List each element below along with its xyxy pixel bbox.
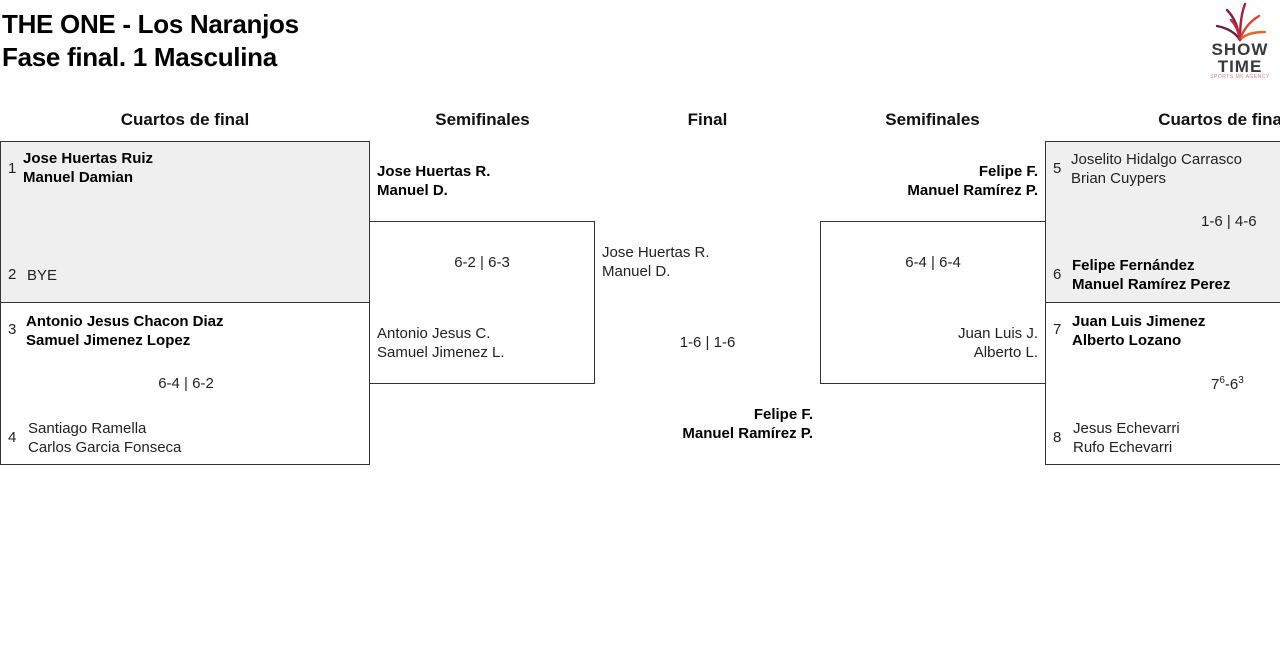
seed-number: 7 xyxy=(1053,321,1062,338)
player-name: Carlos Garcia Fonseca xyxy=(28,439,182,456)
player-name: Alberto L. xyxy=(973,344,1038,361)
column-header-semifinals-left: Semifinales xyxy=(435,110,530,129)
column-header-semifinals-right: Semifinales xyxy=(885,110,980,129)
seed-number: 4 xyxy=(8,429,17,446)
player-name: Brian Cuypers xyxy=(1071,170,1167,187)
column-header-quarterfinals-right: Cuartos de final xyxy=(1158,110,1280,129)
player-name: Jose Huertas Ruiz xyxy=(23,150,154,167)
player-name: Manuel D. xyxy=(377,182,448,199)
logo-subtext: SPORTS MK AGENCY xyxy=(1210,74,1270,80)
player-name: Felipe F. xyxy=(978,163,1038,180)
player-name: Manuel Ramírez P. xyxy=(907,182,1038,199)
seed-number: 1 xyxy=(8,160,17,177)
player-name: Antonio Jesus C. xyxy=(377,325,491,342)
player-name: Jose Huertas R. xyxy=(377,163,491,180)
player-name: Manuel D. xyxy=(602,263,671,280)
player-name: Antonio Jesus Chacon Diaz xyxy=(26,313,224,330)
player-name: Samuel Jimenez Lopez xyxy=(26,332,191,349)
seed-number: 3 xyxy=(8,321,17,338)
player-name: Alberto Lozano xyxy=(1072,332,1182,349)
match-qf-right-2: 7 Juan Luis Jimenez Alberto Lozano 76-63… xyxy=(1045,302,1280,465)
player-name: Santiago Ramella xyxy=(28,420,147,437)
champion-name: Manuel Ramírez P. xyxy=(682,425,813,442)
match-score: 6-2 | 6-3 xyxy=(454,254,510,271)
champion-name: Felipe F. xyxy=(753,406,813,423)
player-name: Juan Luis J. xyxy=(957,325,1038,342)
match-sf-left: 6-2 | 6-3 Antonio Jesus C. Samuel Jimene… xyxy=(369,221,595,384)
logo-text-time: TIME xyxy=(1217,57,1263,76)
seed-number: 5 xyxy=(1053,160,1062,177)
player-name: Joselito Hidalgo Carrasco xyxy=(1071,151,1242,168)
match-score: 6-4 | 6-4 xyxy=(905,254,961,271)
page-title-line-2: Fase final. 1 Masculina xyxy=(2,42,277,72)
showtime-logo: SHOW TIME SPORTS MK AGENCY xyxy=(1205,2,1275,82)
logo-text-show: SHOW xyxy=(1211,40,1269,59)
tiebreak-score: 76-63 xyxy=(1211,375,1244,394)
seed-number: 6 xyxy=(1053,266,1062,283)
page-title-line-1: THE ONE - Los Naranjos xyxy=(2,9,299,39)
player-name: Jose Huertas R. xyxy=(602,244,710,261)
column-header-quarterfinals-left: Cuartos de final xyxy=(120,110,250,129)
player-name: Samuel Jimenez L. xyxy=(377,344,505,361)
player-name: Manuel Ramírez Perez xyxy=(1072,276,1231,293)
final-score: 1-6 | 1-6 xyxy=(679,334,736,351)
fireworks-icon xyxy=(1215,2,1267,42)
seed-number: 2 xyxy=(8,266,17,283)
column-header-final: Final xyxy=(687,110,728,129)
match-qf-left-1: 1 Jose Huertas Ruiz Manuel Damian 2 BYE xyxy=(0,141,370,303)
player-name: Jesus Echevarri xyxy=(1073,420,1180,437)
player-name: Juan Luis Jimenez xyxy=(1072,313,1206,330)
player-name: Rufo Echevarri xyxy=(1073,439,1173,456)
match-score: 6-4 | 6-2 xyxy=(158,375,214,392)
match-qf-left-2: 3 Antonio Jesus Chacon Diaz Samuel Jimen… xyxy=(0,302,370,465)
match-qf-right-1: 5 Joselito Hidalgo Carrasco Brian Cuyper… xyxy=(1045,141,1280,303)
match-sf-right: 6-4 | 6-4 Juan Luis J. Alberto L. xyxy=(820,221,1046,384)
bye-label: BYE xyxy=(27,267,58,284)
match-score: 1-6 | 4-6 xyxy=(1201,213,1257,230)
player-name: Felipe Fernández xyxy=(1072,257,1195,274)
seed-number: 8 xyxy=(1053,429,1062,446)
player-name: Manuel Damian xyxy=(23,169,134,186)
